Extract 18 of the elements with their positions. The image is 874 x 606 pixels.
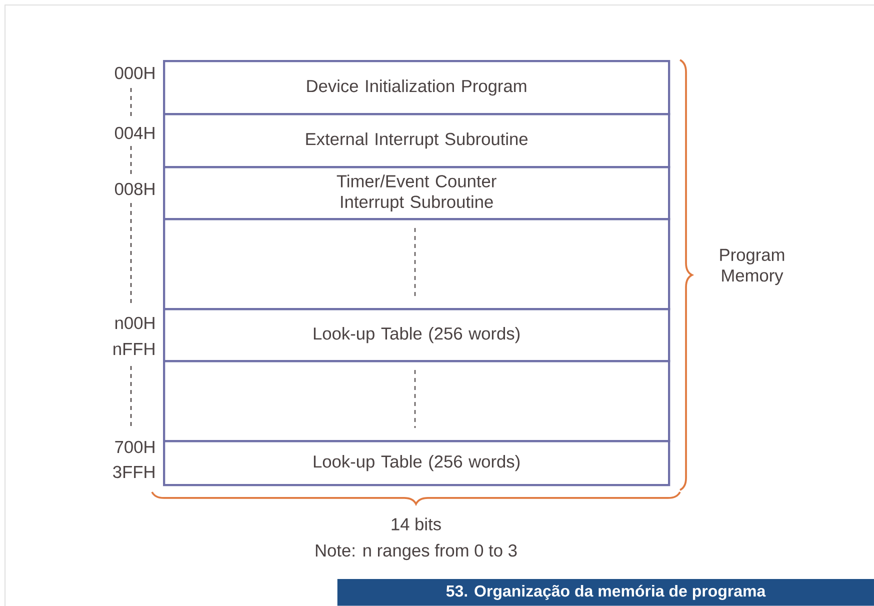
- address-label: 008H: [114, 182, 154, 196]
- memory-row: Look-up Table (256 words): [163, 440, 670, 486]
- memory-row: [163, 218, 670, 310]
- memory-row: External Interrupt Subroutine: [163, 113, 670, 168]
- address-label: 004H: [114, 126, 154, 140]
- note: Note: n ranges from 0 to 3: [316, 544, 517, 560]
- brace-label: Program Memory: [720, 248, 784, 286]
- caption-bar: 53. Organização da memória de programa: [337, 579, 874, 606]
- address-label: 3FFH: [113, 466, 154, 478]
- brace-label: 14 bits: [392, 518, 441, 530]
- address-label: 000H: [114, 66, 154, 80]
- address-label: n00H: [115, 316, 154, 330]
- memory-row: Timer/Event Counter Interrupt Subroutine: [163, 166, 670, 220]
- memory-row: [163, 360, 670, 442]
- memory-row: Look-up Table (256 words): [163, 308, 670, 362]
- memory-row: Device Initialization Program: [163, 60, 670, 116]
- address-label: nFFH: [114, 343, 154, 355]
- address-label: 700H: [115, 440, 154, 454]
